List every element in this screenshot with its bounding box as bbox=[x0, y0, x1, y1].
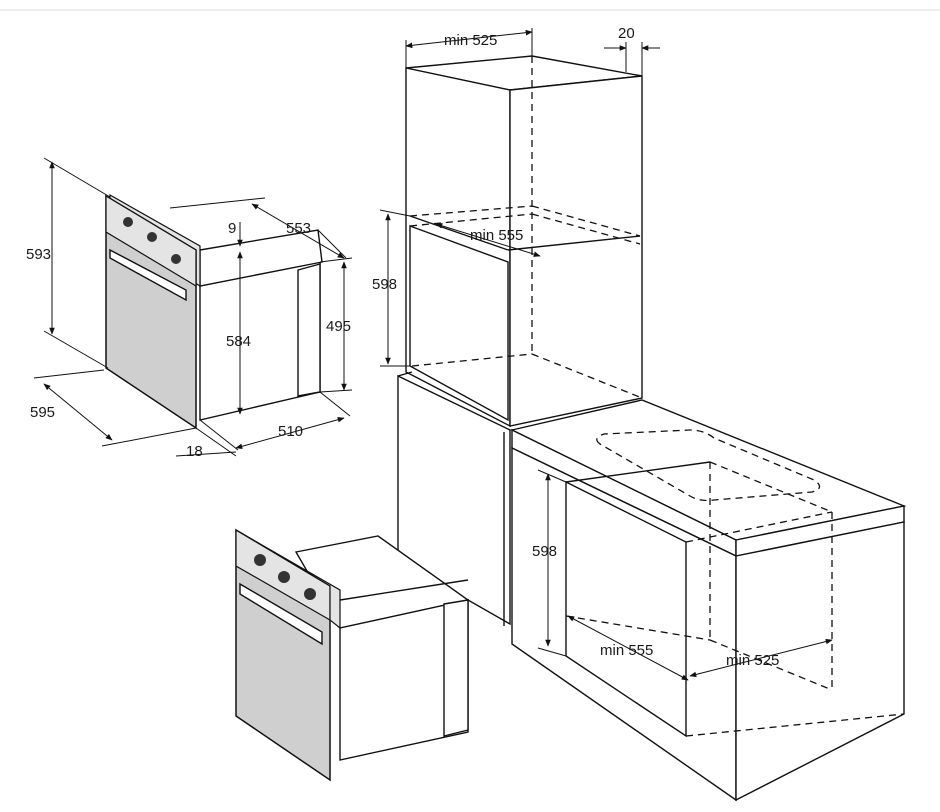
knob-middle-icon bbox=[147, 232, 157, 242]
oven3d-knob-right-icon bbox=[304, 588, 316, 600]
oven3d-rear bbox=[443, 599, 469, 737]
label-column-gap-20: 20 bbox=[618, 25, 635, 42]
knob-left-icon bbox=[123, 217, 133, 227]
label-column-width: min 555 bbox=[470, 227, 523, 244]
base-cabinet-front bbox=[397, 374, 511, 626]
label-height-593: 593 bbox=[26, 246, 51, 263]
label-height-495: 495 bbox=[326, 318, 351, 335]
oven-dimension-drawing: 593 595 18 510 553 9 584 495 bbox=[26, 157, 353, 460]
oven3d-side bbox=[339, 599, 469, 761]
cooktop-cutout bbox=[596, 429, 821, 502]
oven3d-panel-edge bbox=[235, 529, 341, 630]
label-undercounter-height: 598 bbox=[532, 543, 557, 560]
knob-right-icon bbox=[171, 254, 181, 264]
undercounter-cabinet: 598 min 555 min 525 bbox=[397, 371, 907, 802]
oven-handle bbox=[109, 248, 187, 302]
label-column-depth: min 525 bbox=[444, 32, 497, 49]
oven3d-knob-middle-icon bbox=[278, 571, 290, 583]
label-depth-510: 510 bbox=[278, 423, 303, 440]
label-width-595: 595 bbox=[30, 404, 55, 421]
oven-rear-block bbox=[297, 263, 321, 397]
column-right-face bbox=[509, 75, 643, 427]
label-door-18: 18 bbox=[186, 443, 203, 460]
label-height-584: 584 bbox=[226, 333, 251, 350]
oven-3d-view bbox=[235, 528, 470, 782]
oven3d-handle bbox=[239, 582, 323, 646]
label-gap-9: 9 bbox=[228, 220, 236, 237]
label-undercounter-width: min 555 bbox=[600, 642, 653, 659]
label-undercounter-depth: min 525 bbox=[726, 652, 779, 669]
label-column-height: 598 bbox=[372, 276, 397, 293]
oven3d-knob-left-icon bbox=[254, 554, 266, 566]
column-cabinet: min 525 20 min 555 598 bbox=[372, 25, 660, 428]
label-depth-553: 553 bbox=[286, 220, 311, 237]
